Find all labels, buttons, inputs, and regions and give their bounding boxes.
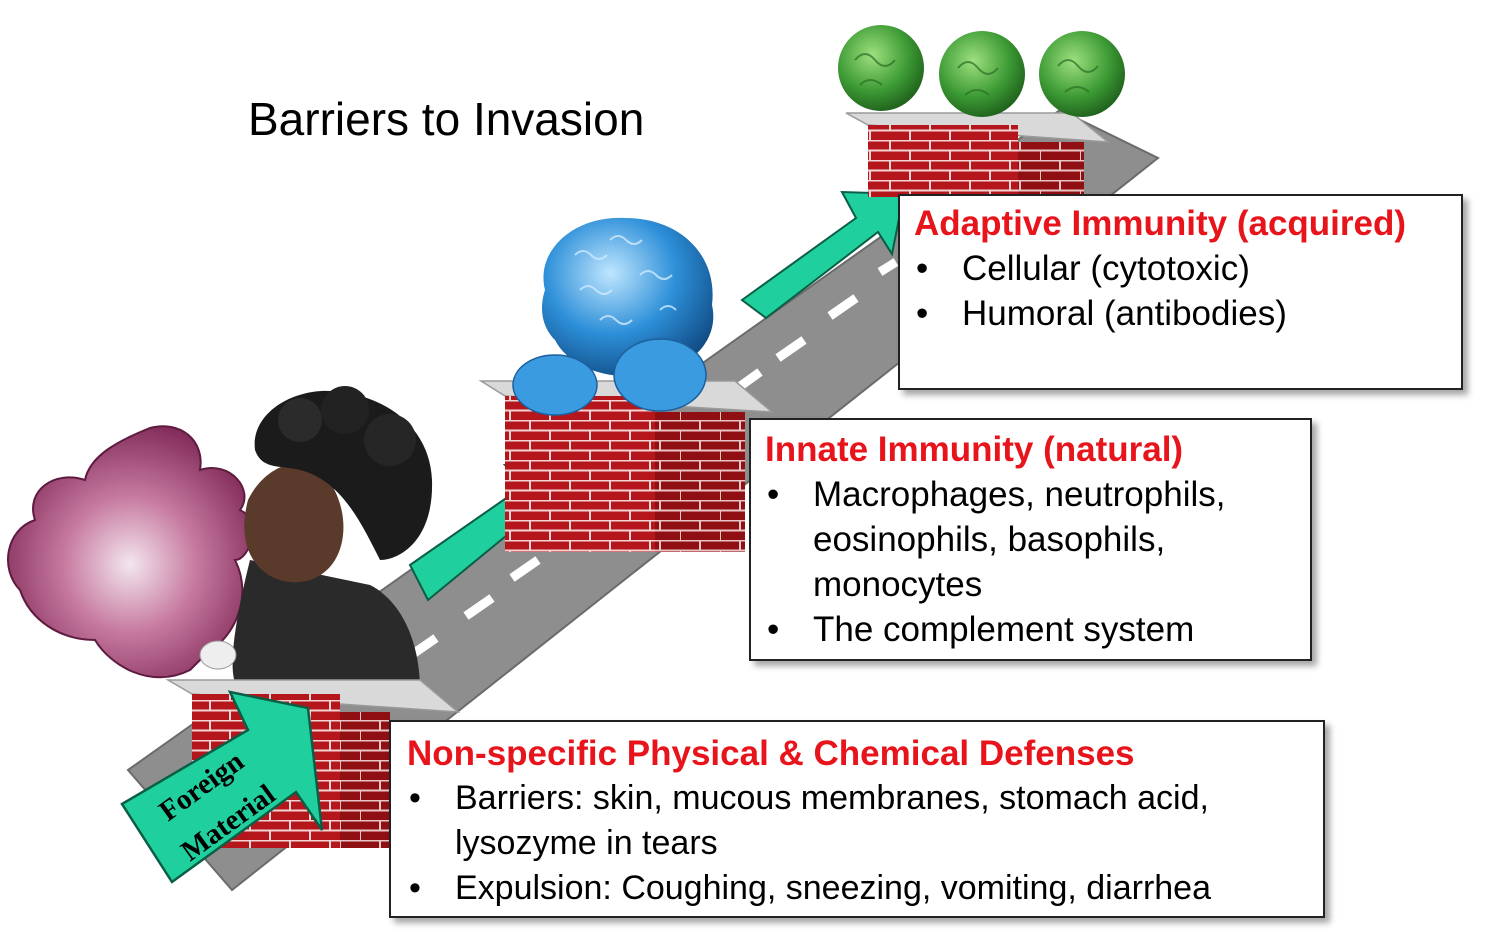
lymphocyte-cell-icon [838,25,1125,117]
nonspecific-defenses-heading: Non-specific Physical & Chemical Defense… [407,734,1135,773]
list-item: The complement system [765,607,1296,652]
innate-immunity-box: Innate Immunity (natural) Macrophages, n… [749,418,1312,661]
adaptive-immunity-box: Adaptive Immunity (acquired) Cellular (c… [898,194,1463,390]
macrophage-cell-icon [512,217,714,416]
list-item: Cellular (cytotoxic) [914,246,1447,291]
list-item: Expulsion: Coughing, sneezing, vomiting,… [407,866,1307,911]
list-item: Barriers: skin, mucous membranes, stomac… [407,776,1307,866]
page-title: Barriers to Invasion [248,93,645,145]
nonspecific-defenses-box: Non-specific Physical & Chemical Defense… [389,720,1325,918]
brick-wall-icon [165,112,1111,848]
list-item: Macrophages, neutrophils, eosinophils, b… [765,472,1296,607]
foreign-material-arrow: Foreign Material [120,690,324,884]
sneeze-cloud-icon [7,425,253,679]
person-sneezing-icon [199,386,433,690]
innate-immunity-heading: Innate Immunity (natural) [765,430,1184,469]
adaptive-immunity-heading: Adaptive Immunity (acquired) [914,204,1407,243]
list-item: Humoral (antibodies) [914,291,1447,336]
